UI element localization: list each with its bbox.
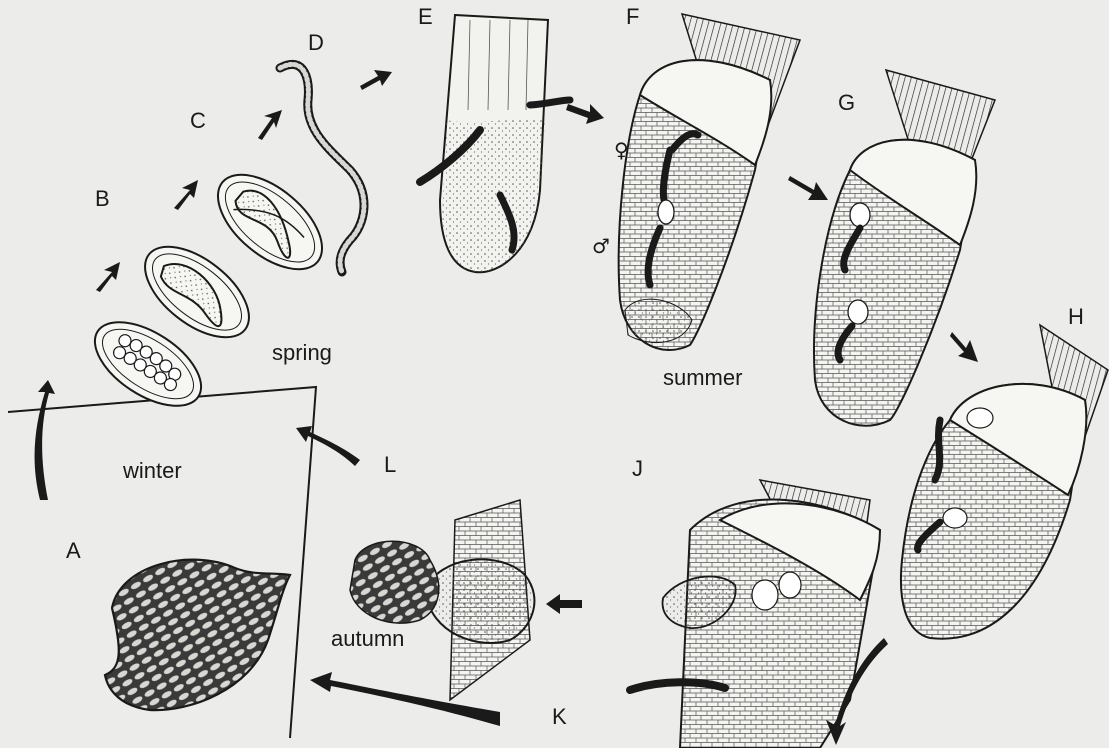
stage-g-root-development [814, 70, 995, 426]
stage-c-egg-juvenile [201, 157, 338, 287]
label-stage-l: L [384, 454, 396, 476]
season-winter: winter [123, 460, 182, 482]
label-stage-j: J [632, 458, 643, 480]
label-stage-h: H [1068, 306, 1084, 328]
stage-e-root-tip [420, 15, 570, 272]
label-stage-b: B [95, 188, 110, 210]
label-stage-e: E [418, 6, 433, 28]
stage-k-female-on-root [350, 500, 534, 700]
label-stage-g: G [838, 92, 855, 114]
season-summer: summer [663, 367, 742, 389]
stage-a-egg-mass [105, 560, 290, 710]
label-stage-d: D [308, 32, 324, 54]
stage-h-root-females [901, 325, 1108, 639]
female-symbol: ♀ [614, 140, 629, 160]
label-stage-f: F [626, 6, 639, 28]
season-autumn: autumn [331, 628, 404, 650]
label-stage-c: C [190, 110, 206, 132]
label-stage-a: A [66, 540, 81, 562]
label-stage-k: K [552, 706, 567, 728]
stage-f-root-with-sexes [619, 14, 800, 350]
male-symbol: ♂ [592, 236, 610, 256]
season-spring: spring [272, 342, 332, 364]
